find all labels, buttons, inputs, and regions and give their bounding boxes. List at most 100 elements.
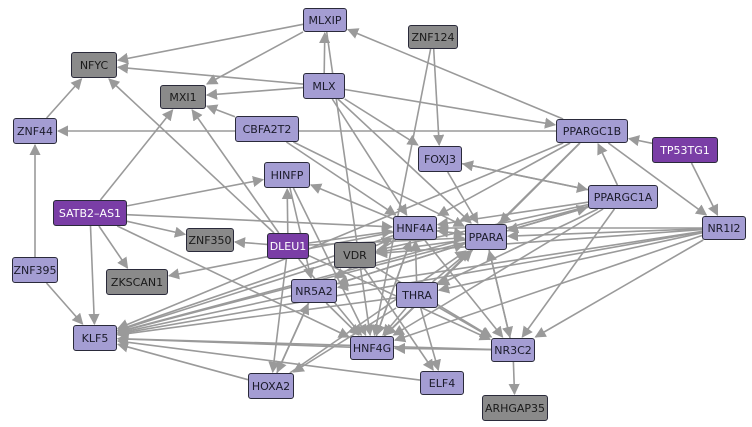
node-tp53tg1[interactable]: TP53TG1	[652, 137, 718, 163]
edge-ppargc1b-to-hnf4a	[437, 142, 571, 217]
node-nr1i2[interactable]: NR1I2	[702, 216, 746, 240]
node-zkscan1[interactable]: ZKSCAN1	[106, 269, 168, 295]
node-label: SATB2–AS1	[58, 206, 122, 220]
node-klf5[interactable]: KLF5	[73, 325, 117, 351]
node-nr3c2[interactable]: NR3C2	[491, 338, 535, 362]
node-label: ZNF350	[188, 233, 232, 247]
edge-znf44-to-nfyc	[46, 78, 83, 119]
edge-znf124-to-foxj3	[432, 48, 445, 147]
edge-ppargc1b-to-ppara	[499, 142, 581, 224]
edge-nr3c2-to-klf5	[116, 333, 492, 351]
node-label: PPARGC1B	[562, 124, 622, 138]
edge-hnf4a-to-nr3c2	[423, 239, 504, 338]
node-elf4[interactable]: ELF4	[420, 371, 464, 395]
node-nfyc[interactable]: NFYC	[71, 52, 117, 78]
edge-satb2-as1-to-znf350	[126, 220, 187, 238]
edge-ppara-to-hnf4a	[436, 226, 466, 238]
edge-foxj3-to-ppara	[447, 171, 479, 224]
edge-dleu1-to-znf350	[233, 237, 268, 249]
edge-thra-to-hnf4g	[382, 307, 407, 336]
node-label: THRA	[402, 288, 432, 302]
node-label: DLEU1	[269, 239, 307, 253]
edge-hoxa2-to-klf5	[116, 341, 249, 381]
edge-dleu1-to-mxi1	[191, 109, 280, 234]
node-mxi1[interactable]: MXI1	[160, 85, 206, 109]
node-label: FOXJ3	[423, 152, 457, 166]
node-cbfa2t2[interactable]: CBFA2T2	[235, 116, 299, 142]
edge-nr5a2-to-ppara	[336, 241, 466, 285]
edge-mlx-to-mxi1	[205, 86, 304, 100]
edge-vdr-to-klf5	[116, 260, 335, 333]
node-label: NR5A2	[295, 284, 333, 298]
edge-vdr-to-hnf4a	[375, 237, 394, 248]
node-znf44[interactable]: ZNF44	[13, 118, 57, 144]
edge-dleu1-to-hinfp	[281, 187, 293, 234]
edge-nr5a2-to-hnf4g	[325, 302, 360, 336]
edge-ppargc1b-to-nr1i2	[607, 142, 708, 216]
node-mlxip[interactable]: MLXIP	[303, 8, 347, 32]
edge-satb2-as1-to-hnf4a	[126, 213, 394, 233]
node-hinfp[interactable]: HINFP	[264, 162, 310, 188]
node-foxj3[interactable]: FOXJ3	[418, 146, 462, 172]
node-label: NFYC	[79, 58, 109, 72]
edge-mlx-to-foxj3	[344, 98, 419, 146]
edge-ppara-to-ppargc1a	[506, 204, 589, 232]
edge-satb2-as1-to-zkscan1	[98, 225, 129, 269]
edge-dleu1-to-nfyc	[108, 78, 275, 234]
edge-mlx-to-ppargc1b	[344, 88, 557, 129]
node-label: VDR	[343, 248, 367, 262]
node-hnf4a[interactable]: HNF4A	[393, 216, 437, 240]
node-ppargc1b[interactable]: PPARGC1B	[556, 119, 628, 143]
node-ppara[interactable]: PPARA	[465, 224, 507, 250]
node-label: HINFP	[270, 168, 304, 182]
node-label: HOXA2	[251, 379, 291, 393]
edge-nr1i2-to-nr3c2	[534, 239, 704, 338]
node-znf350[interactable]: ZNF350	[186, 228, 234, 252]
node-thra[interactable]: THRA	[396, 282, 438, 308]
node-label: ELF4	[428, 376, 456, 390]
edge-nr3c2-to-ppara	[486, 249, 511, 339]
edge-mlxip-to-nfyc	[116, 23, 304, 64]
node-mlx[interactable]: MLX	[303, 73, 345, 99]
node-nr5a2[interactable]: NR5A2	[291, 279, 337, 303]
edge-vdr-to-elf4	[363, 267, 434, 371]
node-znf124[interactable]: ZNF124	[408, 25, 458, 49]
edge-mlx-to-ppara	[337, 98, 472, 224]
edge-nr1i2-to-hnf4g	[393, 234, 703, 343]
node-label: CBFA2T2	[242, 122, 292, 136]
edge-satb2-as1-to-mxi1	[99, 109, 174, 201]
node-dleu1[interactable]: DLEU1	[267, 233, 309, 259]
edge-foxj3-to-ppargc1a	[461, 162, 589, 193]
node-label: ZKSCAN1	[110, 275, 164, 289]
node-label: ZNF124	[411, 30, 455, 44]
edge-ppargc1a-to-thra	[437, 208, 599, 286]
node-znf395[interactable]: ZNF395	[12, 257, 58, 283]
edge-ppargc1b-to-klf5	[116, 142, 564, 330]
edge-ppargc1a-to-hnf4g	[392, 208, 604, 336]
edge-hnf4g-to-hnf4a	[375, 239, 413, 337]
node-vdr[interactable]: VDR	[334, 242, 376, 268]
edge-thra-to-hnf4a	[410, 239, 422, 283]
node-hoxa2[interactable]: HOXA2	[248, 373, 294, 399]
edge-nr5a2-to-klf5	[116, 295, 292, 337]
edge-satb2-as1-to-hnf4g	[116, 225, 351, 338]
node-satb2-as1[interactable]: SATB2–AS1	[53, 200, 127, 226]
edge-cbfa2t2-to-mxi1	[205, 104, 236, 118]
edge-thra-to-elf4	[419, 307, 441, 372]
node-label: MLXIP	[308, 13, 342, 27]
node-ppargc1a[interactable]: PPARGC1A	[588, 185, 658, 209]
edge-cbfa2t2-to-ppara	[293, 141, 466, 227]
edge-hinfp-to-hnf4g	[292, 187, 367, 337]
node-label: PPARGC1A	[593, 190, 653, 204]
edge-tp53tg1-to-ppargc1b	[627, 135, 653, 147]
edge-ppargc1a-to-nr3c2	[521, 208, 616, 338]
node-hnf4g[interactable]: HNF4G	[350, 336, 394, 360]
node-label: TP53TG1	[660, 143, 710, 157]
edge-dleu1-to-hnf4a	[308, 227, 394, 244]
node-arhgap35[interactable]: ARHGAP35	[482, 395, 548, 421]
edge-cbfa2t2-to-hnf4a	[285, 141, 397, 216]
edge-mlxip-to-mxi1	[206, 31, 304, 85]
node-label: ZNF395	[13, 263, 57, 277]
edge-hnf4a-to-hinfp	[309, 183, 394, 220]
edge-satb2-as1-to-hinfp	[126, 176, 265, 207]
